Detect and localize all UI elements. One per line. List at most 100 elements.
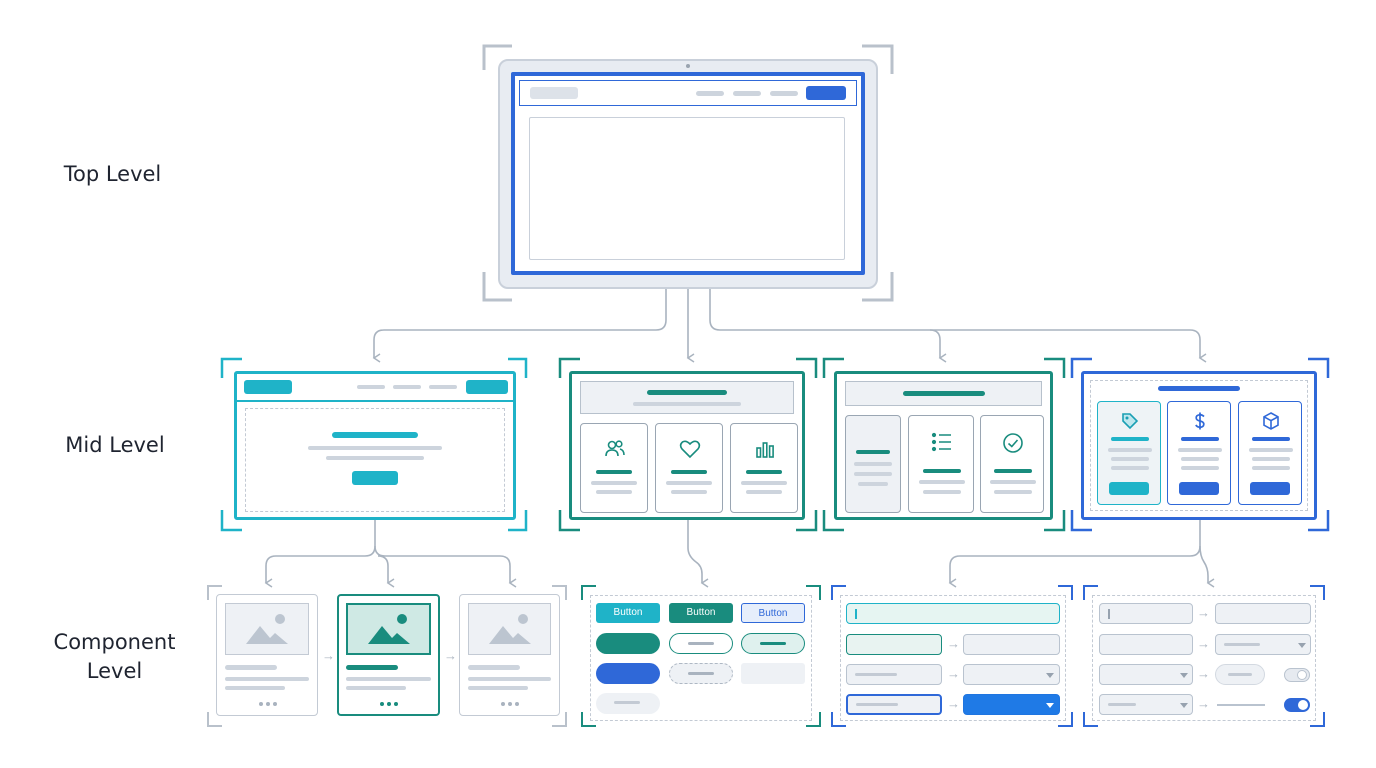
image-card-3: [459, 594, 560, 716]
pill-button-gray[interactable]: [596, 693, 660, 714]
top-level-browser-mockup: [498, 59, 878, 289]
pill-button-blue-filled[interactable]: [596, 663, 660, 684]
mid3-header-title: [903, 391, 985, 396]
select-input-gray[interactable]: [963, 664, 1060, 685]
component-inputs-group: → → →: [840, 595, 1066, 721]
image-icon: [489, 614, 531, 644]
arrow-right-icon: →: [1197, 636, 1210, 651]
mid3-card-3-title: [994, 469, 1032, 473]
top-logo-placeholder: [530, 87, 578, 99]
mid3-card-2-title: [923, 469, 961, 473]
toggle-on[interactable]: [1284, 698, 1310, 712]
button-disabled-placeholder: [741, 663, 805, 684]
text-input-focused[interactable]: [846, 603, 1060, 624]
button-primary-teal[interactable]: Button: [669, 603, 733, 623]
check-circle-icon: [1003, 433, 1023, 453]
mid4-card-1: [1097, 401, 1161, 505]
mid2-card-2: [655, 423, 723, 513]
arrow-right-icon: →: [947, 696, 960, 711]
pill-button-teal-light[interactable]: [741, 633, 805, 654]
component-image-cards-group: → →: [216, 594, 560, 718]
mid4-card-1-text-1: [1108, 448, 1152, 452]
mid-tasks-mockup: [834, 371, 1053, 520]
text-input-blue-outline[interactable]: [846, 694, 942, 715]
mid3-card-1-text-3: [858, 482, 888, 486]
top-nav-link-3: [770, 91, 798, 96]
text-input-empty-2[interactable]: [1215, 603, 1311, 624]
list-icon: [931, 432, 951, 452]
select-input-blue-active[interactable]: [963, 694, 1060, 715]
top-nav-button: [806, 86, 846, 100]
users-icon: [605, 440, 625, 457]
pill-button-teal-filled[interactable]: [596, 633, 660, 654]
toggle-off[interactable]: [1284, 668, 1310, 682]
box-icon: [1263, 412, 1279, 430]
top-camera-dot: [686, 64, 690, 68]
mid4-inner: [1090, 380, 1308, 511]
mid2-header: [580, 381, 794, 414]
image-card-1-text-2: [225, 686, 285, 690]
image-card-3-text-2: [468, 686, 528, 690]
mid1-hero-button: [352, 471, 398, 485]
text-input-empty[interactable]: [1099, 603, 1193, 624]
top-level-label: Top Level: [63, 162, 162, 186]
select-input-2[interactable]: [1099, 694, 1193, 715]
mid3-card-1-text-1: [854, 462, 892, 466]
mid4-card-2-text-2: [1181, 457, 1219, 461]
button-primary-cyan[interactable]: Button: [596, 603, 660, 623]
component-level-label: Component Level: [32, 628, 197, 686]
image-card-2-dots: [380, 702, 400, 707]
mid1-hero-title: [332, 432, 418, 438]
mid4-card-2-text-3: [1181, 466, 1219, 470]
arrow-right-icon: →: [1197, 696, 1210, 711]
image-card-1-title: [225, 665, 277, 670]
mid4-card-1-title: [1111, 437, 1149, 441]
image-card-1-thumb: [225, 603, 309, 655]
mid4-card-3-title: [1252, 437, 1290, 441]
button-outline-blue[interactable]: Button: [741, 603, 805, 623]
image-card-3-text-1: [468, 677, 551, 681]
dollar-icon: [1195, 412, 1205, 430]
mid1-hero: [245, 408, 505, 512]
image-card-1-dots: [259, 702, 279, 707]
text-input-gray[interactable]: [963, 634, 1060, 655]
image-card-2-text-2: [346, 686, 406, 690]
mid2-card-1-text-1: [591, 481, 637, 485]
mid-pricing-mockup: [1081, 371, 1317, 520]
image-card-2-title: [346, 665, 398, 670]
mid2-header-title: [647, 390, 727, 395]
bar-chart-icon: [756, 442, 774, 458]
mid2-card-2-text-1: [666, 481, 712, 485]
heart-icon: [679, 440, 701, 459]
mid3-card-1: [845, 415, 901, 513]
mid3-card-3: [980, 415, 1044, 513]
mid1-navbar: [237, 374, 513, 402]
text-input-placeholder[interactable]: [846, 664, 942, 685]
pill-option[interactable]: [1215, 664, 1265, 685]
select-input-1[interactable]: [1099, 664, 1193, 685]
mid2-card-3-text-2: [746, 490, 782, 494]
mid3-card-2: [908, 415, 974, 513]
text-input-plain[interactable]: [1099, 634, 1193, 655]
pill-button-dashed[interactable]: [669, 663, 733, 684]
mid2-card-1-title: [596, 470, 632, 474]
mid4-card-2-text-1: [1178, 448, 1222, 452]
pill-button-teal-outline[interactable]: [669, 633, 733, 654]
image-card-2-thumb: [346, 603, 431, 655]
arrow-right-icon: →: [1197, 666, 1210, 681]
mid3-card-1-text-2: [854, 472, 892, 476]
text-input-teal[interactable]: [846, 634, 942, 655]
mid1-hero-text-2: [326, 456, 424, 460]
mid3-card-3-text-2: [994, 490, 1032, 494]
mid3-card-2-text-1: [919, 480, 965, 484]
select-input-dropdown[interactable]: [1215, 634, 1311, 655]
arrow-right-icon: →: [947, 636, 960, 651]
mid1-nav-button: [466, 380, 508, 394]
mid4-card-3: [1238, 401, 1302, 505]
top-screen: [511, 72, 865, 275]
image-icon: [368, 614, 410, 644]
image-card-1-text-1: [225, 677, 309, 681]
image-card-3-dots: [501, 702, 521, 707]
mid2-card-1: [580, 423, 648, 513]
top-navbar: [519, 80, 857, 106]
